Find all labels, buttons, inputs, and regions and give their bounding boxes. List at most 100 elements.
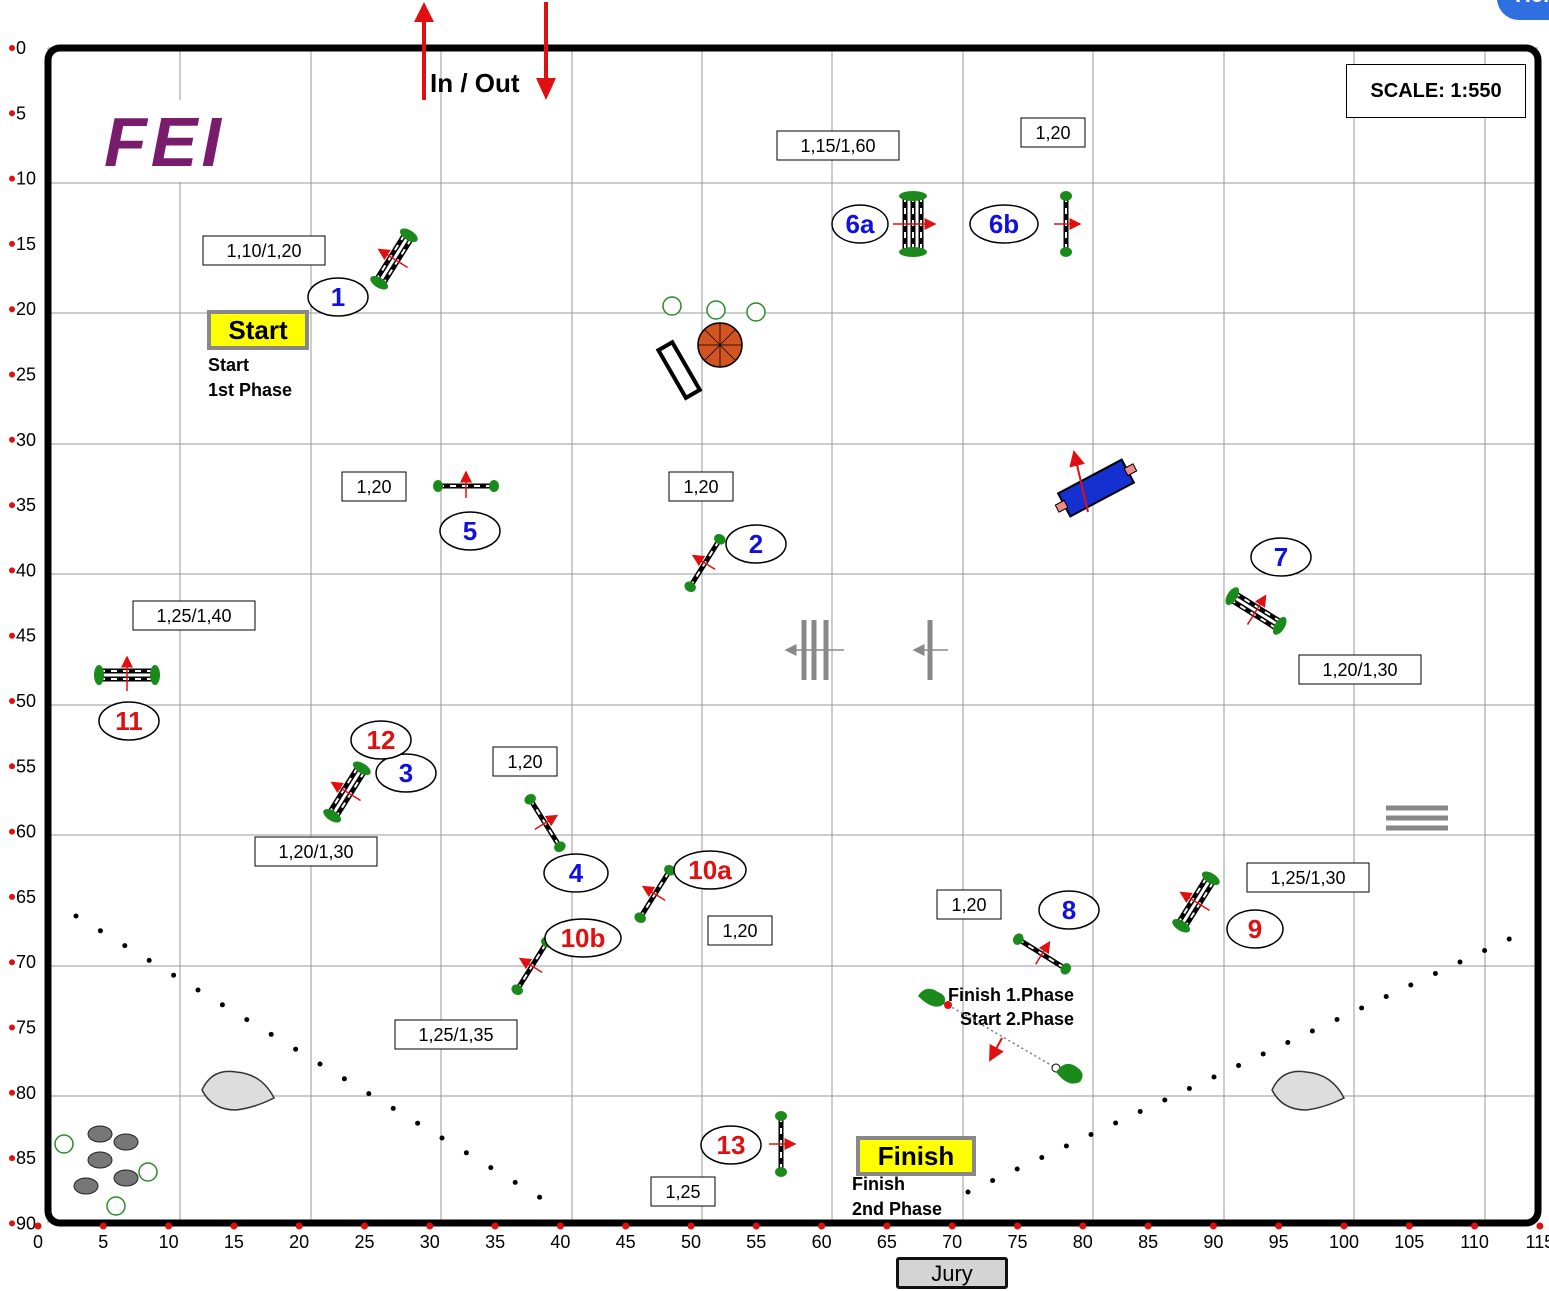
finish-sign-label: Finish [878, 1141, 955, 1171]
dot [1457, 959, 1463, 965]
height-box: 1,20 [936, 889, 1002, 920]
height-box-text: 1,20/1,30 [278, 842, 353, 862]
obstacle-number-text: 1 [331, 282, 345, 312]
dot [1162, 1097, 1168, 1103]
height-box-text: 1,20 [722, 921, 757, 941]
height-box-text: 1,20/1,30 [1322, 660, 1397, 680]
flower-bed-icon [54, 1134, 158, 1216]
dot [1482, 948, 1488, 953]
fei-logo-text: FEI [104, 103, 225, 181]
dot [171, 972, 177, 978]
obstacle-number-text: 3 [399, 758, 413, 788]
shrub-icon [918, 988, 946, 1007]
x-tick-label: 30 [420, 1232, 440, 1252]
dot [1186, 1086, 1192, 1091]
height-box: 1,20/1,30 [254, 836, 378, 867]
y-tick-label: 30 [16, 430, 36, 450]
dot [1309, 1028, 1315, 1034]
fence-icon [370, 228, 418, 290]
y-tick-label: 80 [16, 1083, 36, 1103]
height-box: 1,25/1,30 [1246, 862, 1370, 893]
y-tick-label: 65 [16, 887, 36, 907]
start-line2: 1st Phase [208, 380, 292, 400]
height-box: 1,20 [668, 471, 734, 502]
obstacle-number: 4 [543, 853, 609, 893]
obstacle-number-text: 6b [989, 209, 1019, 239]
fence-icon [1054, 191, 1082, 257]
fence-icon [1172, 871, 1220, 933]
height-box: 1,25/1,40 [132, 600, 256, 631]
obstacle-number-text: 11 [115, 706, 143, 736]
in-out-label: In / Out [430, 68, 520, 98]
y-tick-label: 85 [16, 1148, 36, 1168]
dot [415, 1120, 421, 1126]
water-jump-icon [1054, 458, 1138, 518]
spare-fence-icon [1386, 805, 1448, 831]
x-tick-label: 35 [485, 1232, 505, 1252]
x-tick-label: 105 [1394, 1232, 1424, 1252]
obstacle-number-text: 10a [688, 855, 732, 885]
height-box: 1,20 [707, 915, 773, 946]
x-tick-label: 10 [159, 1232, 179, 1252]
obstacle-number: 12 [350, 720, 412, 760]
dot [219, 1002, 225, 1008]
y-tick-label: 45 [16, 626, 36, 646]
dot [195, 987, 201, 993]
arena-grid [47, 47, 1538, 1223]
x-tick-label: 40 [550, 1232, 570, 1252]
jury-label: Jury [896, 1257, 1008, 1289]
obstacle-number: 11 [98, 701, 160, 741]
fence-icon [524, 793, 566, 853]
x-tick-label: 95 [1269, 1232, 1289, 1252]
obstacle-number: 3 [375, 753, 437, 793]
x-tick-label: 15 [224, 1232, 244, 1252]
fence-icon [1225, 587, 1287, 635]
height-box: 1,25 [650, 1176, 716, 1207]
y-tick-label: 10 [16, 169, 36, 189]
x-tick-label: 0 [33, 1232, 43, 1252]
obstacle-number: 10b [544, 918, 622, 958]
obstacle-number-text: 8 [1062, 895, 1076, 925]
height-box: 1,20 [492, 746, 558, 777]
height-box-text: 1,10/1,20 [226, 241, 301, 261]
dot [1334, 1017, 1340, 1022]
fence-icon [433, 470, 499, 498]
height-box-text: 1,20 [507, 752, 542, 772]
x-tick-label: 45 [616, 1232, 636, 1252]
x-tick-label: 50 [681, 1232, 701, 1252]
y-tick-label: 40 [16, 560, 36, 580]
dot [1506, 936, 1512, 942]
obstacle-number-text: 9 [1248, 914, 1262, 944]
dot [122, 943, 128, 949]
dot [293, 1046, 299, 1052]
x-tick-label: 115 [1526, 1232, 1549, 1252]
height-box-text: 1,20 [683, 477, 718, 497]
obstacle-number: 1 [307, 277, 369, 317]
x-tick-label: 110 [1460, 1232, 1489, 1252]
obstacle-number: 2 [725, 524, 787, 564]
x-tick-label: 70 [942, 1232, 962, 1252]
dot [268, 1031, 274, 1037]
dotted-lines [73, 913, 1512, 1200]
rocks-icon [73, 1125, 139, 1195]
flower-bed-icon [662, 296, 766, 322]
fence-icon [323, 761, 371, 823]
height-box: 1,20 [1020, 117, 1086, 148]
dot [439, 1135, 445, 1141]
height-box: 1,20 [341, 471, 407, 502]
y-tick-label: 90 [16, 1213, 36, 1233]
in-out-gate: In / Out [414, 2, 556, 100]
obstacle-number: 10a [673, 850, 747, 890]
height-box-text: 1,25/1,30 [1270, 868, 1345, 888]
dot [1211, 1074, 1217, 1080]
x-tick-label: 25 [354, 1232, 374, 1252]
fences [94, 191, 1287, 1177]
dot [1039, 1155, 1045, 1160]
hedge-icon [201, 1070, 1346, 1111]
obstacle-number-text: 2 [749, 529, 763, 559]
dot [1383, 994, 1389, 999]
y-tick-label: 0 [16, 38, 26, 58]
